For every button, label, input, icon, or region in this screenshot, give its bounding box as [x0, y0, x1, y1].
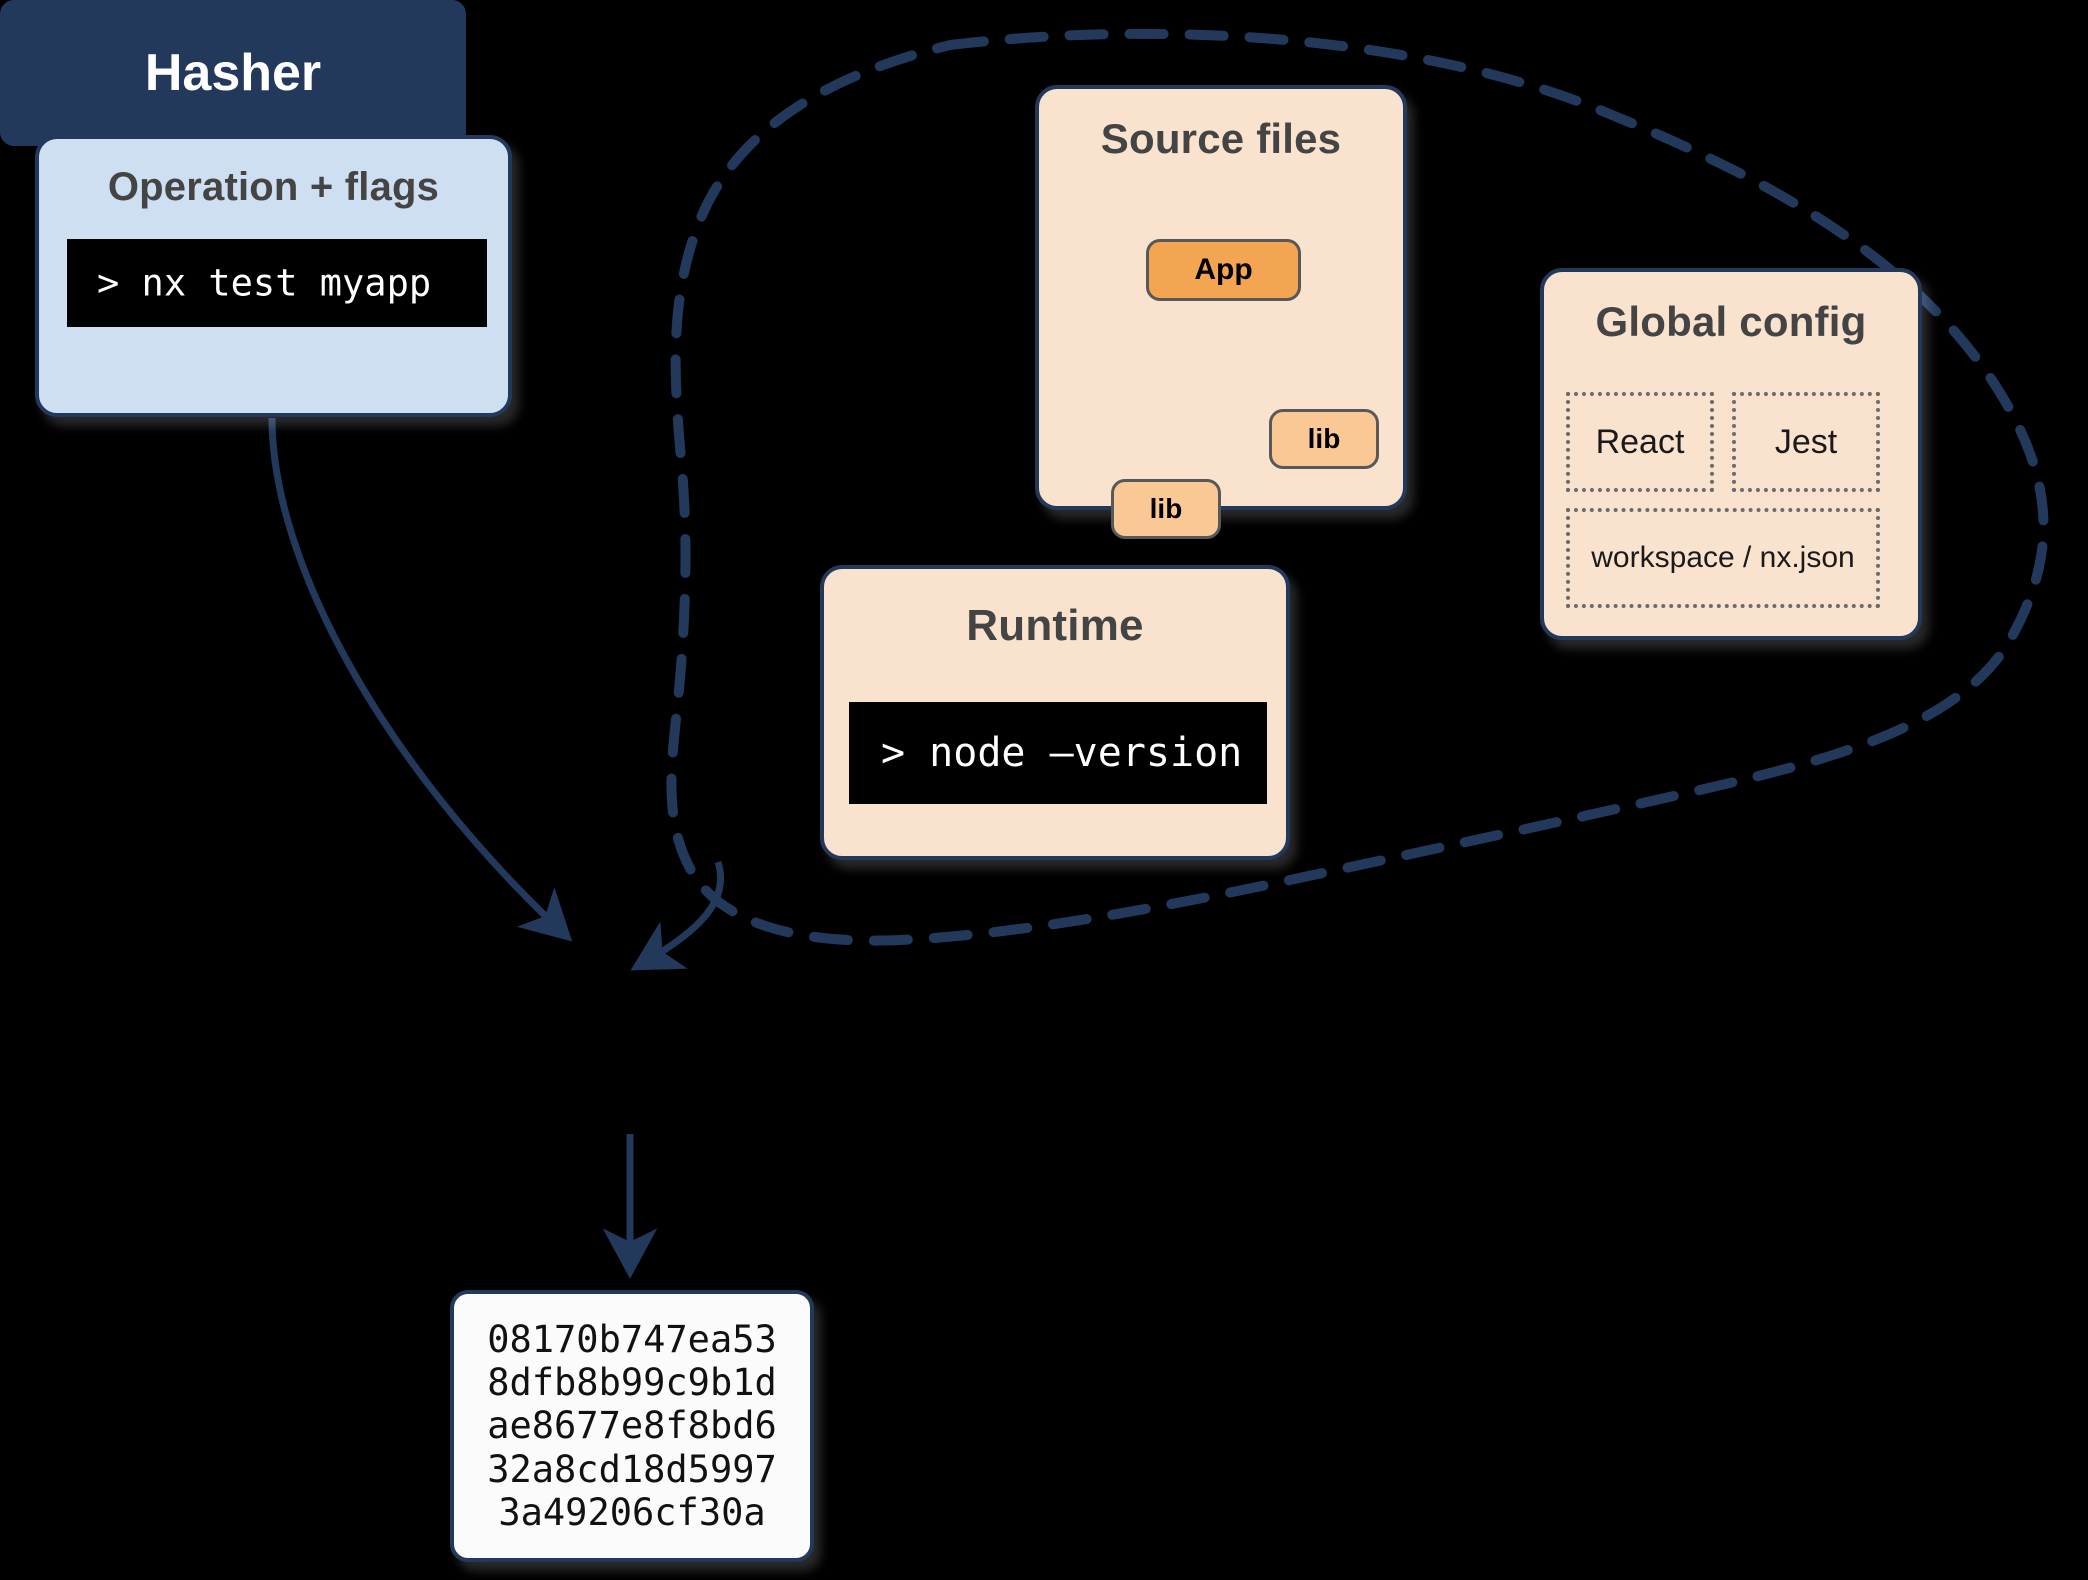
global-config-card[interactable]: Global config React Jest workspace / nx.… [1540, 268, 1922, 640]
hash-line: ae8677e8f8bd6 [487, 1404, 777, 1448]
source-files-card[interactable]: Source files App lib lib [1035, 85, 1407, 539]
graph-node-lib-right[interactable]: lib [1269, 409, 1379, 469]
operation-flags-card[interactable]: Operation + flags > nx test myapp [35, 135, 512, 417]
hasher-label: Hasher [144, 44, 322, 102]
source-files-title: Source files [1100, 115, 1342, 162]
config-item-react[interactable]: React [1566, 392, 1714, 492]
runtime-card[interactable]: Runtime > node –version [820, 565, 1290, 860]
hash-line: 8dfb8b99c9b1d [487, 1361, 777, 1405]
graph-node-app[interactable]: App [1146, 239, 1301, 301]
hash-line: 3a49206cf30a [498, 1490, 766, 1534]
hasher-card[interactable]: Hasher [0, 0, 466, 146]
hash-line: 32a8cd18d5997 [487, 1447, 777, 1491]
graph-node-lib-left[interactable]: lib [1111, 479, 1221, 539]
operation-terminal-command: > nx test myapp [97, 261, 432, 305]
operation-terminal: > nx test myapp [67, 239, 487, 327]
arrow-operation-to-hasher [268, 417, 573, 942]
operation-flags-title: Operation + flags [107, 165, 440, 209]
runtime-terminal-command: > node –version [881, 730, 1243, 776]
config-item-jest[interactable]: Jest [1732, 392, 1880, 492]
config-item-workspace-nxjson[interactable]: workspace / nx.json [1566, 508, 1880, 608]
runtime-title: Runtime [966, 601, 1144, 650]
hash-line: 08170b747ea53 [487, 1317, 777, 1361]
global-config-title: Global config [1595, 298, 1867, 345]
runtime-terminal: > node –version [849, 702, 1267, 804]
arrow-inputs-to-hasher [630, 860, 725, 971]
